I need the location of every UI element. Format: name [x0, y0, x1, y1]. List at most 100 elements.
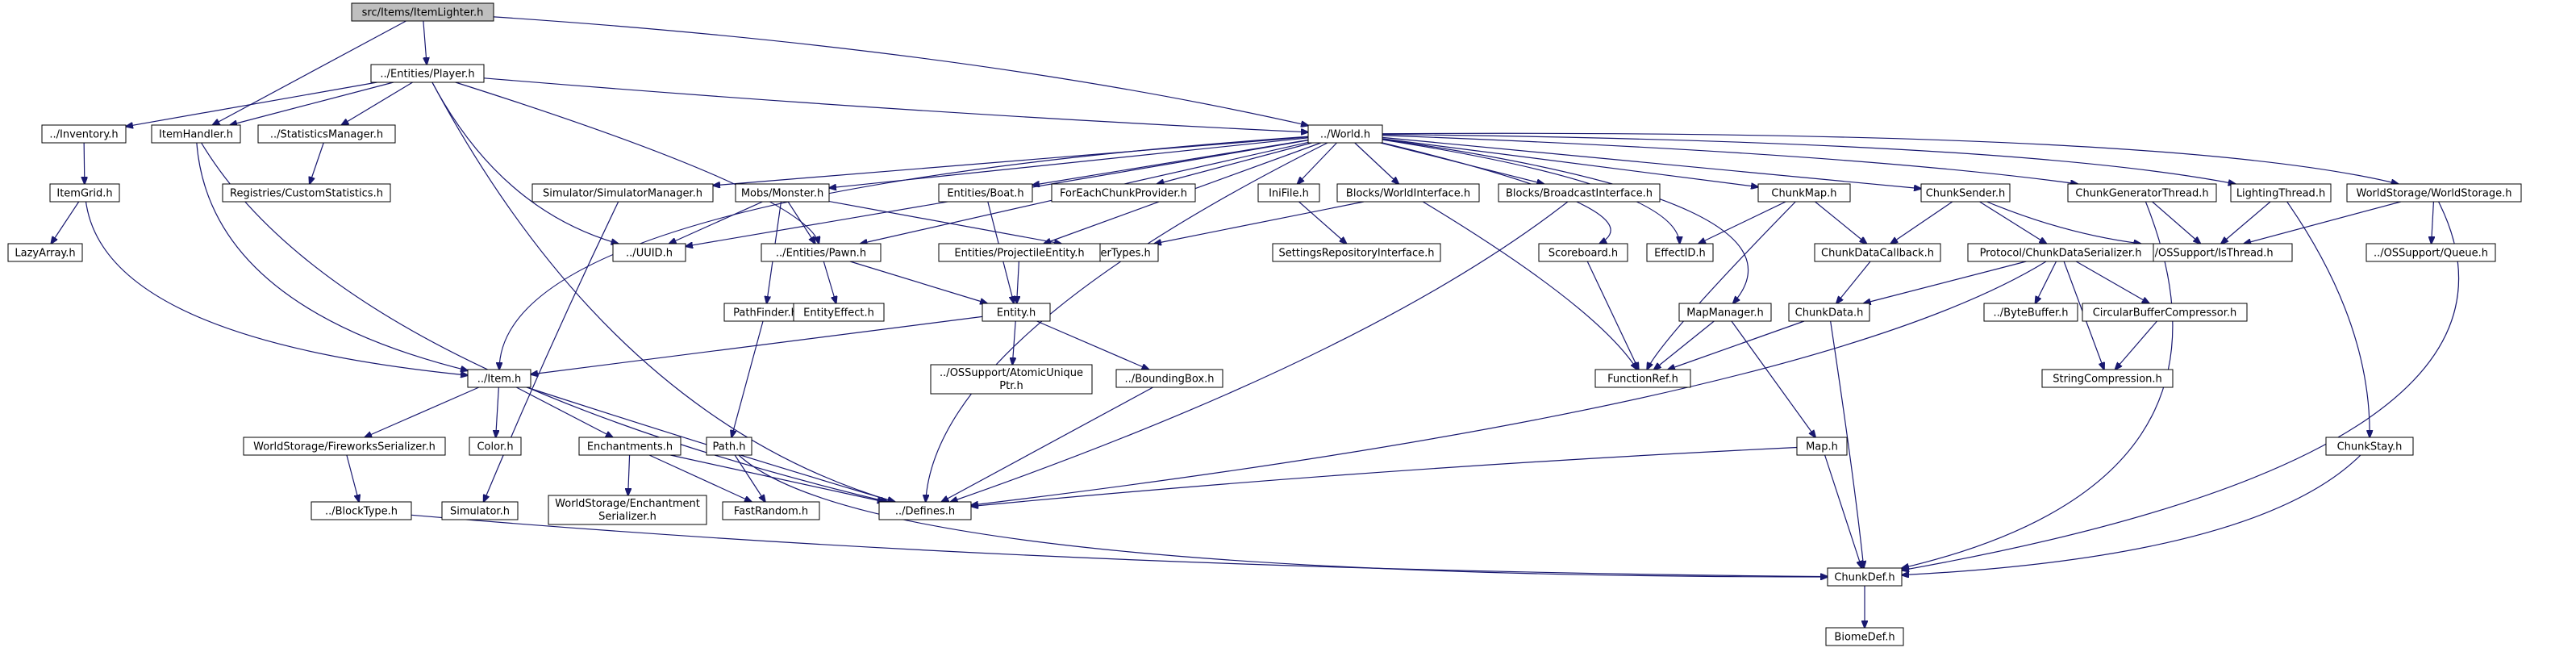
node-scoreboard[interactable]: Scoreboard.h: [1538, 243, 1628, 262]
node-worldstorage[interactable]: WorldStorage/WorldStorage.h: [2346, 183, 2522, 203]
node-uuid[interactable]: ../UUID.h: [612, 243, 686, 262]
node-itemgrid[interactable]: ItemGrid.h: [49, 183, 120, 203]
node-label: SettingsRepositoryInterface.h: [1278, 248, 1434, 260]
node-label: ChunkMap.h: [1771, 188, 1836, 200]
node-box: [2230, 183, 2332, 203]
node-label: ChunkSender.h: [1926, 188, 2006, 200]
node-box: [531, 183, 714, 203]
node-enchant[interactable]: Enchantments.h: [578, 437, 682, 456]
node-defines[interactable]: ../Defines.h: [878, 501, 972, 520]
edge-world-to-chunksender: [1382, 136, 1921, 188]
node-label: ../StatisticsManager.h: [270, 129, 383, 141]
edge-player-to-pawn: [455, 81, 819, 244]
node-box: [441, 501, 519, 520]
node-bytebuffer[interactable]: ../ByteBuffer.h: [1983, 303, 2078, 322]
node-foreach[interactable]: ForEachChunkProvider.h: [1051, 183, 1196, 203]
edge-chunkmap-to-chunkdatacb: [1815, 201, 1867, 244]
node-chunkdef[interactable]: ChunkDef.h: [1827, 567, 1903, 587]
edge-cdserializer-to-bytebuffer: [2036, 261, 2057, 303]
node-player[interactable]: ../Entities/Player.h: [370, 64, 485, 83]
node-chunkgenthread[interactable]: ChunkGeneratorThread.h: [2067, 183, 2217, 203]
node-label: ../OSSupport/AtomicUnique: [940, 367, 1083, 379]
node-chunksender[interactable]: ChunkSender.h: [1920, 183, 2011, 203]
node-effectid[interactable]: EffectID.h: [1646, 243, 1714, 262]
node-map[interactable]: Map.h: [1796, 437, 1848, 456]
node-blocktype[interactable]: ../BlockType.h: [311, 501, 412, 520]
edge-cdserializer-to-defines: [971, 261, 2047, 505]
edge-item-to-color: [496, 386, 499, 437]
node-bcastif[interactable]: Blocks/BroadcastInterface.h: [1498, 183, 1661, 203]
node-chunkdatacb[interactable]: ChunkDataCallback.h: [1814, 243, 1941, 262]
node-lightthread[interactable]: LightingThread.h: [2230, 183, 2332, 203]
node-funcref[interactable]: FunctionRef.h: [1594, 369, 1691, 388]
node-label: MapManager.h: [1686, 307, 1764, 320]
node-fastrandom[interactable]: FastRandom.h: [722, 501, 820, 520]
node-biomedef[interactable]: BiomeDef.h: [1825, 627, 1904, 646]
edge-player-to-statsmgr: [341, 81, 413, 125]
node-simmgr[interactable]: Simulator/SimulatorManager.h: [531, 183, 714, 203]
node-strcomp[interactable]: StringCompression.h: [2041, 369, 2174, 388]
node-mapmgr[interactable]: MapManager.h: [1678, 303, 1772, 322]
node-bbox[interactable]: ../BoundingBox.h: [1115, 369, 1223, 388]
edge-map-to-defines: [971, 446, 1798, 506]
edge-entity-to-atomicuniq: [1012, 320, 1015, 365]
node-world[interactable]: ../World.h: [1307, 124, 1383, 144]
node-color[interactable]: Color.h: [469, 437, 522, 456]
node-entityeffect[interactable]: EntityEffect.h: [793, 303, 885, 322]
node-label: FunctionRef.h: [1607, 374, 1678, 386]
edge-scoreboard-to-funcref: [1586, 261, 1639, 370]
node-simulator[interactable]: Simulator.h: [441, 501, 519, 520]
node-lazyarray[interactable]: LazyArray.h: [7, 243, 83, 262]
node-box: [351, 2, 494, 22]
node-label: ../OSSupport/Queue.h: [2374, 248, 2488, 260]
node-box: [2346, 183, 2522, 203]
nodes-layer: src/Items/ItemLighter.h../Entities/Playe…: [7, 2, 2522, 646]
node-projectile[interactable]: Entities/ProjectileEntity.h: [938, 243, 1101, 262]
node-worldif[interactable]: Blocks/WorldInterface.h: [1336, 183, 1480, 203]
node-settingsrepo[interactable]: SettingsRepositoryInterface.h: [1272, 243, 1441, 262]
node-inventory[interactable]: ../Inventory.h: [41, 124, 127, 144]
node-box: [1115, 369, 1223, 388]
node-cdserializer[interactable]: Protocol/ChunkDataSerializer.h: [1967, 243, 2154, 262]
edge-bbox-to-defines: [941, 386, 1153, 502]
edge-itemgrid-to-lazyarray: [51, 201, 80, 244]
edge-map-to-chunkdef: [1824, 454, 1862, 568]
node-boat[interactable]: Entities/Boat.h: [938, 183, 1033, 203]
node-fireworks[interactable]: WorldStorage/FireworksSerializer.h: [243, 437, 446, 456]
node-inifile[interactable]: IniFile.h: [1257, 183, 1320, 203]
node-box: [761, 243, 882, 262]
node-label: ../Defines.h: [895, 506, 955, 518]
node-box: [1967, 243, 2154, 262]
node-chunkstay[interactable]: ChunkStay.h: [2325, 437, 2414, 456]
node-box: [1594, 369, 1691, 388]
node-path[interactable]: Path.h: [706, 437, 752, 456]
node-box: [243, 437, 446, 456]
edge-chunksender-to-isthread: [1986, 201, 2141, 244]
node-label: Blocks/WorldInterface.h: [1346, 188, 1470, 200]
node-queue[interactable]: ../OSSupport/Queue.h: [2366, 243, 2496, 262]
node-box: [1757, 183, 1851, 203]
node-chunkmap[interactable]: ChunkMap.h: [1757, 183, 1851, 203]
edge-world-to-mapmgr: [1382, 138, 1749, 303]
node-label: Registries/CustomStatistics.h: [230, 188, 383, 200]
edge-itemhandler-to-defines: [201, 142, 888, 502]
node-entity[interactable]: Entity.h: [982, 303, 1051, 322]
node-itemhandler[interactable]: ItemHandler.h: [151, 124, 241, 144]
node-box: [1983, 303, 2078, 322]
edge-worldstorage-to-chunkdef: [1902, 201, 2460, 570]
node-label: ../OSSupport/IsThread.h: [2148, 248, 2273, 260]
node-label: EffectID.h: [1654, 248, 1706, 260]
node-pawn[interactable]: ../Entities/Pawn.h: [761, 243, 882, 262]
edge-chunkmap-to-funcref: [1647, 201, 1796, 370]
node-chunkdata[interactable]: ChunkData.h: [1788, 303, 1870, 322]
node-regstats[interactable]: Registries/CustomStatistics.h: [222, 183, 391, 203]
node-monster[interactable]: Mobs/Monster.h: [735, 183, 830, 203]
node-label: CircularBufferCompressor.h: [2093, 307, 2237, 320]
edge-world-to-worldstorage: [1382, 132, 2399, 184]
node-item[interactable]: ../Item.h: [467, 369, 531, 388]
node-circbuf[interactable]: CircularBufferCompressor.h: [2082, 303, 2248, 322]
edge-root-to-player: [423, 20, 427, 65]
node-statsmgr[interactable]: ../StatisticsManager.h: [257, 124, 396, 144]
